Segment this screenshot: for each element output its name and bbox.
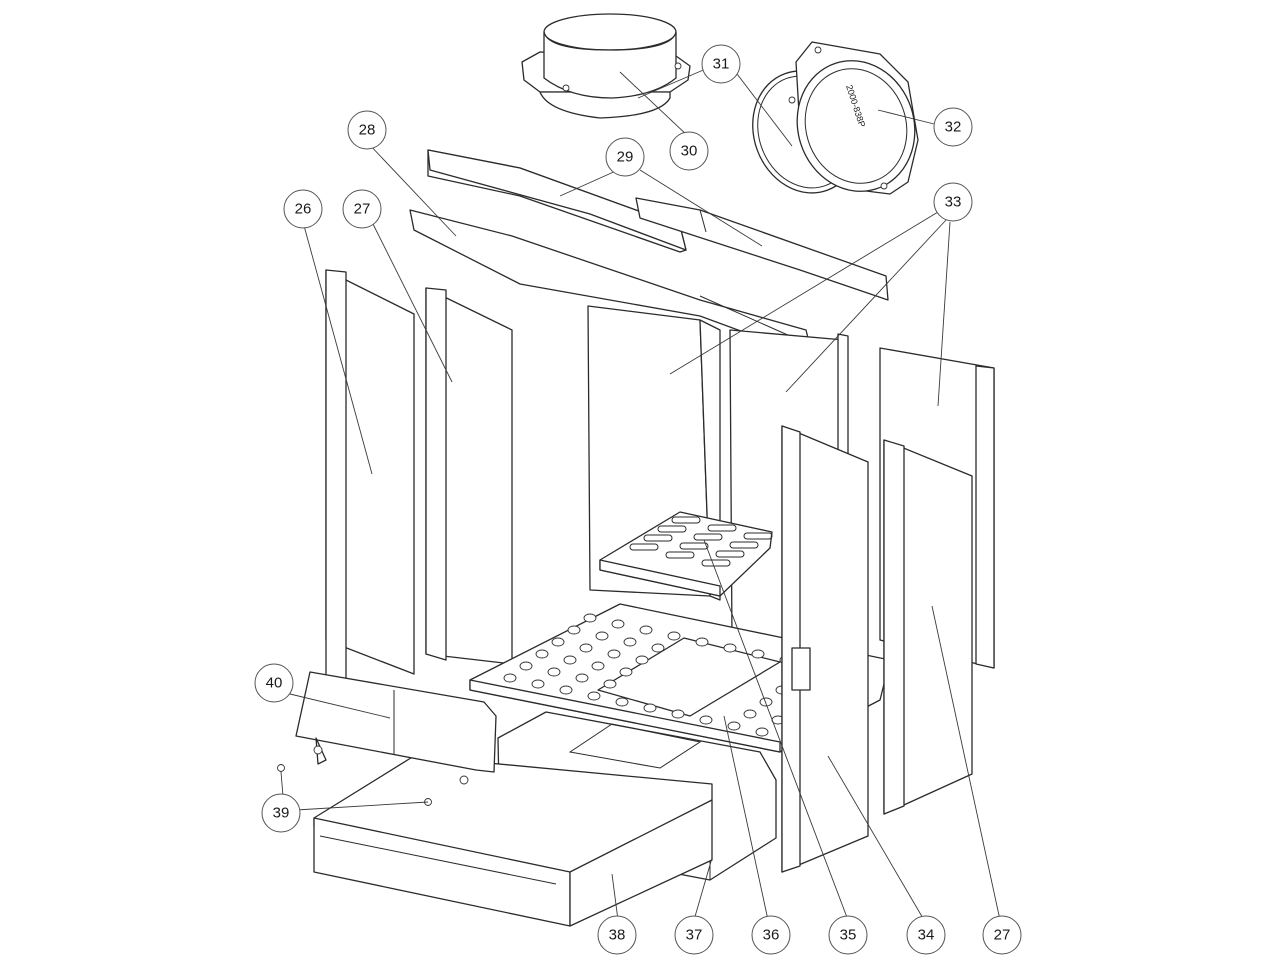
door-panel-part-34 — [781, 425, 869, 873]
callout-37: 37 — [674, 915, 714, 955]
svg-text:26: 26 — [295, 201, 312, 218]
svg-text:35: 35 — [840, 927, 857, 944]
callout-27-left: 27 — [342, 189, 382, 229]
flue-collar-part-30 — [521, 13, 691, 119]
grate-hole — [639, 625, 653, 635]
grate-slot — [657, 525, 687, 533]
svg-text:30: 30 — [681, 143, 698, 160]
callout-31: 31 — [701, 44, 741, 84]
grate-hole — [611, 619, 625, 629]
grate-hole — [671, 709, 685, 719]
callout-40: 40 — [254, 663, 294, 703]
grate-hole — [755, 727, 769, 737]
grate-hole — [607, 649, 621, 659]
grate-hole — [623, 637, 637, 647]
grate-slot — [729, 541, 759, 549]
grate-hole — [579, 643, 593, 653]
grate-slot — [671, 516, 701, 524]
grate-slot — [665, 551, 695, 559]
baffle-board-part-29-left — [427, 149, 687, 253]
ash-pan-drawer-part-38 — [313, 755, 713, 927]
callout-28: 28 — [347, 110, 387, 150]
grate-hole — [503, 673, 517, 683]
grate-slot — [643, 534, 673, 542]
grate-slot — [707, 524, 737, 532]
svg-text:36: 36 — [763, 927, 780, 944]
svg-text:38: 38 — [609, 927, 626, 944]
grate-hole — [651, 643, 665, 653]
grate-hole — [743, 709, 757, 719]
callout-39: 39 — [261, 793, 301, 833]
grate-hole — [563, 655, 577, 665]
side-panel-part-27-left — [425, 287, 513, 665]
svg-text:40: 40 — [266, 675, 283, 692]
svg-text:27: 27 — [354, 201, 371, 218]
grate-slot — [679, 542, 709, 550]
side-panel-part-27-right — [883, 439, 973, 815]
front-lip-part-40 — [295, 671, 497, 785]
grate-hole — [619, 667, 633, 677]
grate-hole — [643, 703, 657, 713]
grate-hole — [575, 673, 589, 683]
side-panel-part-26 — [325, 269, 415, 687]
grate-hole — [591, 661, 605, 671]
grate-slot — [701, 559, 731, 567]
svg-text:37: 37 — [686, 927, 703, 944]
svg-text:28: 28 — [359, 122, 376, 139]
callout-34: 34 — [906, 915, 946, 955]
grate-hole — [547, 667, 561, 677]
grate-hole — [567, 625, 581, 635]
svg-text:27: 27 — [994, 927, 1011, 944]
leader-lines — [280, 67, 1001, 921]
baffle-board-part-29-right — [635, 197, 889, 301]
grate-hole — [723, 643, 737, 653]
callout-36: 36 — [751, 915, 791, 955]
grate-hole — [559, 685, 573, 695]
grate-hole — [587, 691, 601, 701]
grate-hole — [667, 631, 681, 641]
grate-hole — [519, 661, 533, 671]
grate-slot — [715, 550, 745, 558]
grate-hole — [603, 679, 617, 689]
callout-38: 38 — [597, 915, 637, 955]
svg-text:29: 29 — [617, 149, 634, 166]
grate-hole — [759, 697, 773, 707]
svg-text:32: 32 — [945, 119, 962, 136]
upper-grate-part-35 — [599, 511, 773, 597]
grate-slot — [629, 543, 659, 551]
grate-hole — [751, 649, 765, 659]
callout-32: 32 — [933, 107, 973, 147]
grate-hole — [535, 649, 549, 659]
grate-hole — [595, 631, 609, 641]
callout-26: 26 — [283, 189, 323, 229]
callout-27-right: 27 — [982, 915, 1022, 955]
callout-33: 33 — [933, 182, 973, 222]
grate-hole — [531, 679, 545, 689]
grate-hole — [551, 637, 565, 647]
grate-slot — [693, 533, 723, 541]
grate-hole — [727, 721, 741, 731]
callout-35: 35 — [828, 915, 868, 955]
callout-29: 29 — [605, 137, 645, 177]
grate-slot — [743, 532, 773, 540]
callout-group: 26 27 28 29 30 31 32 33 34 35 36 37 38 2… — [254, 44, 1022, 955]
grate-hole — [583, 613, 597, 623]
svg-text:34: 34 — [918, 927, 935, 944]
grate-hole — [615, 697, 629, 707]
svg-text:33: 33 — [945, 194, 962, 211]
svg-text:39: 39 — [273, 805, 290, 822]
grate-hole — [635, 655, 649, 665]
callout-30: 30 — [669, 131, 709, 171]
svg-text:31: 31 — [713, 56, 730, 73]
flanged-ring-part-32: 2000-838P — [788, 41, 919, 195]
grate-hole — [699, 715, 713, 725]
grate-hole — [695, 637, 709, 647]
